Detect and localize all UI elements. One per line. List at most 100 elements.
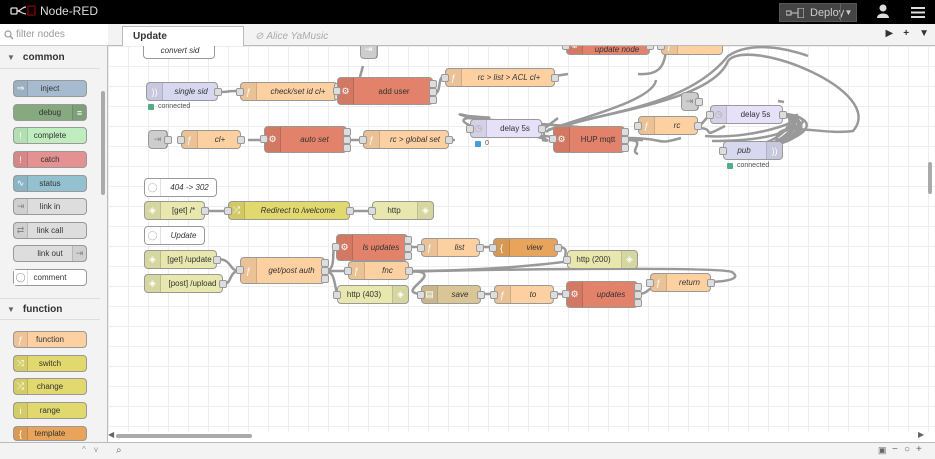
flow-node-updates[interactable]: ⚙ updates (562, 281, 642, 308)
deploy-button[interactable]: Deploy ▼ (779, 3, 857, 22)
flow-node-delay-2[interactable]: ◷ delay 5s (706, 105, 787, 124)
input-port[interactable] (236, 88, 244, 96)
flow-node-single-sid[interactable]: )) single sid (146, 82, 222, 101)
input-port[interactable] (417, 291, 425, 299)
canvas-horizontal-scrollbar[interactable] (116, 434, 252, 438)
flow-node-rc-global-set[interactable]: ƒ rc > global set (359, 130, 453, 149)
flow-node-view[interactable]: { view (489, 238, 562, 257)
output-port[interactable] (343, 136, 351, 144)
input-port[interactable] (236, 266, 244, 274)
flow-comment-update[interactable]: ◯ Update (144, 226, 205, 245)
input-port[interactable] (359, 136, 367, 144)
input-port[interactable] (719, 147, 727, 155)
output-port[interactable] (321, 275, 329, 283)
search-flows-icon[interactable]: ⌕ (116, 445, 122, 456)
output-port[interactable] (646, 46, 654, 50)
zoom-reset-icon[interactable]: ○ (904, 444, 911, 455)
tab-scroll-right-icon[interactable]: ▶ (885, 28, 894, 39)
output-port[interactable] (164, 136, 172, 144)
filter-nodes-input[interactable]: filter nodes (0, 24, 108, 46)
flow-node-get-update[interactable]: ◈ [get] /update (144, 250, 221, 269)
output-port[interactable] (634, 291, 642, 299)
add-flow-icon[interactable]: + (903, 28, 910, 39)
input-port[interactable] (562, 290, 570, 298)
flow-node-add-user[interactable]: ⚙ add user (333, 77, 437, 105)
flow-node-pub[interactable]: pub )) (719, 141, 783, 160)
palette-category-common[interactable]: ▼ common (0, 47, 100, 69)
palette-node-template[interactable]: { template (13, 426, 87, 441)
flow-node-hup-mqtt[interactable]: ⚙ HUP mqtt (549, 126, 629, 153)
flow-node-http-403[interactable]: http (403) ◈ (333, 285, 409, 304)
output-port[interactable] (343, 128, 351, 136)
input-port[interactable] (368, 207, 376, 215)
flow-node-update-node[interactable]: ⚙ update node (562, 46, 654, 55)
palette-node-switch[interactable]: ⤨ switch (13, 355, 87, 372)
input-port[interactable] (333, 291, 341, 299)
output-port[interactable] (621, 128, 629, 136)
flow-node-auto-set[interactable]: ⚙ auto set (260, 126, 351, 153)
flow-node-link-top[interactable]: ⇥ (360, 46, 378, 59)
output-port[interactable] (343, 144, 351, 152)
scroll-left-icon[interactable]: ◀ (108, 430, 115, 439)
input-port[interactable] (563, 256, 571, 264)
flow-node-rc[interactable]: ƒ rc (634, 116, 702, 135)
output-port[interactable] (550, 291, 558, 299)
flow-canvas[interactable]: convert sid ⇥ ⚙ update node ƒ )) single … (108, 46, 935, 432)
zoom-out-icon[interactable]: − (892, 444, 898, 455)
navigator-icon[interactable]: ▣ (878, 445, 887, 455)
flow-node-post-upload[interactable]: ◈ [post] /upload (144, 274, 227, 293)
palette-node-link-call[interactable]: ⇄ link call (13, 222, 87, 239)
output-port[interactable] (346, 207, 354, 215)
tab-alice-yamusic[interactable]: ⊘ Alice YaMusic (245, 26, 375, 46)
flow-comment-404[interactable]: ◯ 404 -> 302 (144, 178, 217, 197)
flow-node-top-right[interactable]: ƒ (657, 46, 723, 55)
flow-node-return[interactable]: ƒ return (646, 273, 715, 292)
expand-all-icon[interactable]: v (94, 445, 98, 454)
output-port[interactable] (621, 144, 629, 152)
output-port[interactable] (554, 244, 562, 252)
flow-node-get-post-auth[interactable]: ƒ get/post auth (236, 257, 329, 284)
zoom-in-icon[interactable]: + (916, 444, 922, 455)
flow-node-redirect[interactable]: ⤮ Redirect to /welcome (224, 201, 354, 220)
palette-node-link-in[interactable]: ⇥ link in (13, 198, 87, 215)
flow-node-fnc[interactable]: ƒ fnc (344, 261, 413, 280)
output-port[interactable] (213, 256, 221, 264)
flow-list-caret-icon[interactable]: ▼ (919, 28, 929, 39)
flow-comment-convert-sid[interactable]: convert sid (143, 46, 215, 59)
input-port[interactable] (333, 87, 341, 95)
flow-node-delay-1[interactable]: ◷ delay 5s (466, 119, 546, 138)
palette-node-status[interactable]: ∿ status (13, 175, 87, 192)
input-port[interactable] (466, 125, 474, 133)
palette-node-comment[interactable]: ◯ comment (13, 269, 87, 286)
tab-update[interactable]: Update (122, 26, 244, 46)
output-port[interactable] (695, 98, 703, 106)
output-port[interactable] (404, 244, 412, 252)
output-port[interactable] (538, 125, 546, 133)
output-port[interactable] (405, 267, 413, 275)
output-port[interactable] (404, 252, 412, 260)
output-port[interactable] (429, 80, 437, 88)
output-port[interactable] (219, 280, 227, 288)
flow-node-ls-updates[interactable]: ⚙ ls updates (332, 234, 412, 261)
palette-category-function[interactable]: ▼ function (0, 298, 100, 320)
output-port[interactable] (621, 136, 629, 144)
output-port[interactable] (429, 96, 437, 104)
palette-node-link-out[interactable]: link out ⇥ (13, 245, 87, 262)
input-port[interactable] (177, 136, 185, 144)
output-port[interactable] (321, 267, 329, 275)
flow-node-save[interactable]: ▤ save (417, 285, 485, 304)
output-port[interactable] (694, 122, 702, 130)
flow-node-http-200[interactable]: http (200) ◈ (563, 250, 638, 269)
output-port[interactable] (551, 74, 559, 82)
input-port[interactable] (489, 244, 497, 252)
flow-node-list[interactable]: ƒ list (417, 238, 484, 257)
input-port[interactable] (490, 291, 498, 299)
output-port[interactable] (477, 291, 485, 299)
input-port[interactable] (224, 207, 232, 215)
output-port[interactable] (404, 236, 412, 244)
input-port[interactable] (549, 135, 557, 143)
output-port[interactable] (476, 244, 484, 252)
input-port[interactable] (441, 74, 449, 82)
palette-node-change[interactable]: ⤮ change (13, 378, 87, 395)
input-port[interactable] (562, 46, 570, 50)
